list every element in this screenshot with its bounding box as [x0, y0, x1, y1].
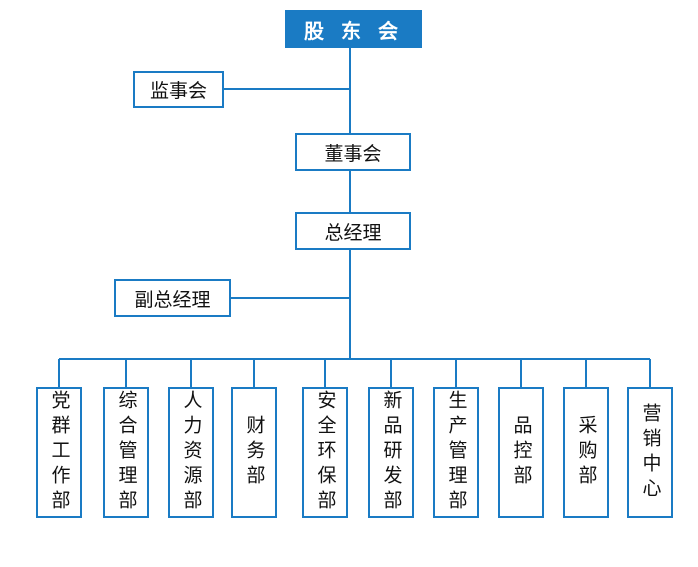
- board-of-directors-label: 董事会: [324, 142, 382, 165]
- department-box: 品控部: [498, 387, 544, 518]
- department-label: 财务部: [243, 415, 266, 490]
- shareholders-meeting-box: 股 东 会: [285, 10, 422, 48]
- department-box: 安全环保部: [302, 387, 348, 518]
- shareholders-meeting-label: 股 东 会: [304, 18, 403, 43]
- department-label: 品控部: [510, 415, 533, 490]
- department-label: 生产管理部: [445, 390, 468, 515]
- department-label: 营销中心: [639, 402, 662, 503]
- department-box: 采购部: [563, 387, 609, 518]
- deputy-general-manager-box: 副总经理: [114, 279, 231, 317]
- board-of-supervisors-box: 监事会: [133, 71, 224, 108]
- general-manager-box: 总经理: [295, 212, 411, 250]
- department-label: 综合管理部: [115, 390, 138, 515]
- department-label: 安全环保部: [314, 390, 337, 515]
- department-label: 党群工作部: [48, 390, 71, 515]
- department-box: 人力资源部: [168, 387, 214, 518]
- board-of-supervisors-label: 监事会: [149, 80, 207, 102]
- general-manager-label: 总经理: [324, 221, 382, 244]
- department-label: 新品研发部: [380, 390, 403, 515]
- department-box: 生产管理部: [433, 387, 479, 518]
- board-of-directors-box: 董事会: [295, 133, 411, 171]
- department-box: 财务部: [231, 387, 277, 518]
- department-box: 党群工作部: [36, 387, 82, 518]
- department-label: 人力资源部: [180, 390, 203, 515]
- department-label: 采购部: [575, 415, 598, 490]
- deputy-general-manager-label: 副总经理: [134, 288, 211, 311]
- department-box: 综合管理部: [103, 387, 149, 518]
- department-box: 新品研发部: [368, 387, 414, 518]
- department-box: 营销中心: [627, 387, 673, 518]
